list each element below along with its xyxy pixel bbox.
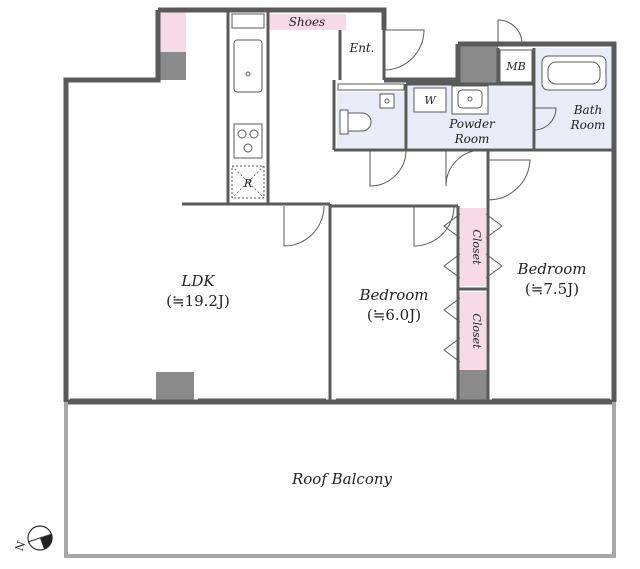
interior-walls xyxy=(182,12,614,402)
ldk-area: (≒19.2J) xyxy=(166,292,230,310)
compass-north-label: N xyxy=(13,539,29,553)
balcony-walls xyxy=(64,402,616,558)
bedroom-center-name: Bedroom xyxy=(359,286,429,304)
bedroom-right-area: (≒7.5J) xyxy=(525,280,579,298)
roof-balcony-label: Roof Balcony xyxy=(291,470,393,488)
column-mb xyxy=(458,44,498,84)
bedroom-right-name: Bedroom xyxy=(517,260,587,278)
washer-label: W xyxy=(424,94,437,107)
top-shelf xyxy=(231,13,265,29)
doors xyxy=(283,19,557,363)
compass-icon xyxy=(27,525,53,551)
burner-1 xyxy=(237,129,247,139)
closet-upper-area xyxy=(460,208,486,286)
closet-lower-label: Closet xyxy=(470,313,483,349)
sink-drain xyxy=(245,71,251,77)
ldk-name: LDK xyxy=(180,272,215,290)
storage-top-left xyxy=(160,10,186,52)
bath-room-line1: Bath xyxy=(573,103,603,117)
column-closet-base xyxy=(458,370,488,402)
column-top-left xyxy=(160,52,186,80)
entrance-label: Ent. xyxy=(348,41,374,55)
shoes-label: Shoes xyxy=(289,15,325,29)
burner-2 xyxy=(249,129,259,139)
toilet-tank xyxy=(339,109,349,135)
shoes-closet xyxy=(268,14,346,30)
toilet-bowl xyxy=(347,112,372,132)
ent-step xyxy=(337,83,405,91)
bathtub xyxy=(541,55,607,91)
refrigerator-label: R xyxy=(243,177,252,190)
burner-3 xyxy=(243,143,253,153)
column-ldk xyxy=(156,372,194,402)
powder-room-line2: Room xyxy=(454,132,490,146)
outer-walls xyxy=(63,7,617,405)
mb-label: MB xyxy=(505,60,525,73)
mb-box xyxy=(499,49,533,83)
bath-room-line2: Room xyxy=(570,118,606,132)
closet-lower-area xyxy=(460,292,486,370)
bedroom-center-area: (≒6.0J) xyxy=(367,306,421,324)
toilet-sink xyxy=(379,93,395,109)
closet-upper-label: Closet xyxy=(470,229,483,265)
stove xyxy=(233,123,263,159)
powder-room-line1: Powder xyxy=(448,117,496,131)
kitchen-sink xyxy=(233,39,263,93)
washer-box xyxy=(413,87,447,113)
